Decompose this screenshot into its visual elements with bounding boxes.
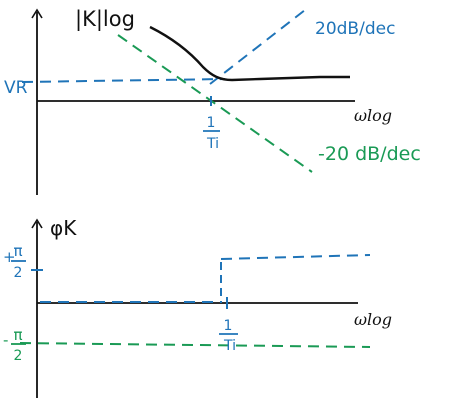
magnitude-corner-numerator: 1 xyxy=(207,115,216,131)
magnitude-x-axis-label: ωlog xyxy=(354,106,392,125)
magnitude-curve xyxy=(149,25,350,82)
reference-level-asymptote xyxy=(21,78,226,83)
phase-x-axis-label: ωlog xyxy=(354,310,392,329)
phase-corner-label: 1 Ti xyxy=(219,318,238,354)
phase-plot: φK ωlog + π 2 - π 2 1 Ti xyxy=(3,216,392,398)
rising-asymptote xyxy=(209,9,306,85)
phase-y-axis-arrow xyxy=(31,218,43,229)
plus-half-pi-label: + π 2 xyxy=(3,242,26,281)
falling-asymptote xyxy=(117,34,313,173)
minus-half-pi-label: - π 2 xyxy=(3,326,26,364)
plus-pi-numerator: π xyxy=(13,242,22,260)
magnitude-corner-denominator: Ti xyxy=(206,136,219,152)
phase-axis-label: φK xyxy=(50,216,77,240)
magnitude-axis-label: |K|log xyxy=(75,7,135,32)
minus-sign: - xyxy=(3,331,8,349)
rising-slope-label: 20dB/dec xyxy=(315,19,395,39)
magnitude-y-axis-arrow xyxy=(31,8,43,19)
minus-pi-numerator: π xyxy=(13,326,22,344)
phase-corner-numerator: 1 xyxy=(224,318,233,334)
phase-minus-level xyxy=(19,342,371,348)
falling-slope-label: -20 dB/dec xyxy=(318,143,421,165)
phase-corner-denominator: Ti xyxy=(223,338,236,354)
reference-level-label: VR xyxy=(4,78,28,98)
minus-pi-denominator: 2 xyxy=(14,348,23,364)
magnitude-corner-label: 1 Ti xyxy=(203,115,220,152)
plus-pi-denominator: 2 xyxy=(14,265,23,281)
phase-plus-segment xyxy=(220,254,371,260)
magnitude-plot: |K|log ωlog VR 20dB/dec -20 dB/dec 1 Ti xyxy=(4,7,421,195)
